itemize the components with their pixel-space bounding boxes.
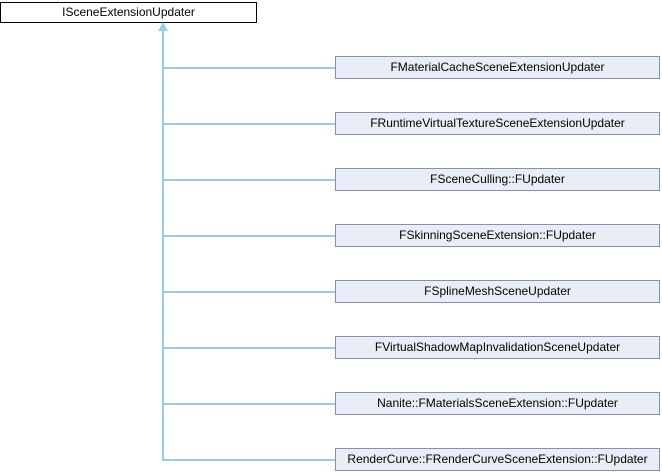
class-node-parent: ISceneExtensionUpdater (0, 2, 257, 23)
inheritance-edge (162, 179, 335, 181)
inheritance-arrow-up-icon (158, 22, 168, 31)
inheritance-edge (162, 291, 335, 293)
inheritance-edge (162, 347, 335, 349)
inheritance-trunk-line (162, 30, 164, 461)
class-node-child-5[interactable]: FVirtualShadowMapInvalidationSceneUpdate… (335, 336, 660, 359)
class-node-child-6[interactable]: Nanite::FMaterialsSceneExtension::FUpdat… (335, 392, 660, 415)
class-node-child-1[interactable]: FRuntimeVirtualTextureSceneExtensionUpda… (335, 112, 660, 135)
class-node-child-2[interactable]: FSceneCulling::FUpdater (335, 168, 660, 191)
inheritance-edge (162, 123, 335, 125)
class-node-child-3[interactable]: FSkinningSceneExtension::FUpdater (335, 224, 660, 247)
class-node-child-7[interactable]: RenderCurve::FRenderCurveSceneExtension:… (335, 448, 660, 471)
class-node-child-0[interactable]: FMaterialCacheSceneExtensionUpdater (335, 56, 660, 79)
inheritance-edge (162, 403, 335, 405)
inheritance-edge (162, 459, 335, 461)
class-node-child-4[interactable]: FSplineMeshSceneUpdater (335, 280, 660, 303)
inheritance-edge (162, 67, 335, 69)
inheritance-edge (162, 235, 335, 237)
